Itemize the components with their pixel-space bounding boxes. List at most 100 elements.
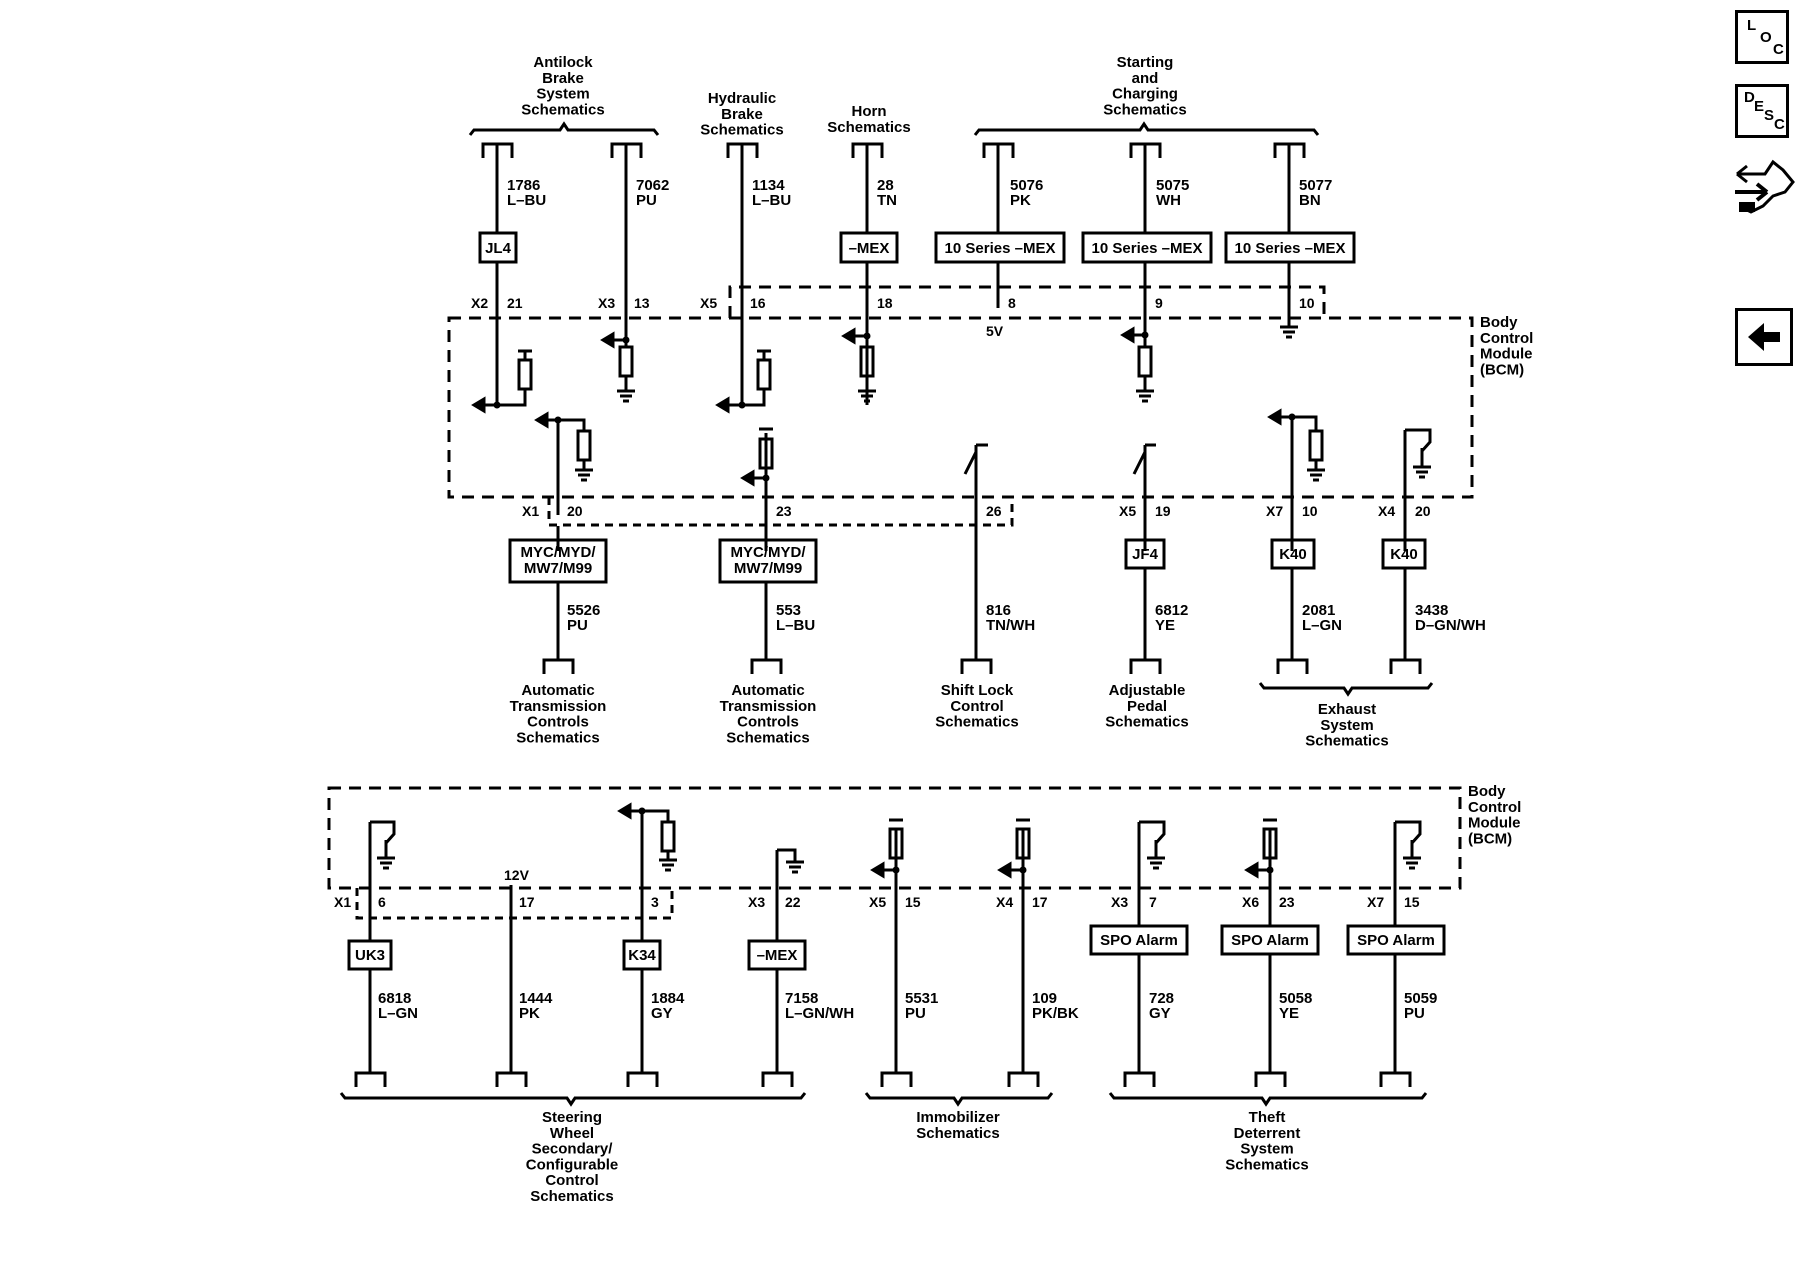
wire-color: PU	[636, 192, 657, 209]
pin: 17	[519, 894, 535, 910]
option-spo-alarm: SPO Alarm	[1231, 932, 1309, 949]
option-myc-myd: MYC/MYD/MW7/M99	[731, 544, 807, 577]
wire-color: L–GN	[1302, 617, 1342, 634]
wire-color: L–GN/WH	[785, 1005, 854, 1022]
connector-x5: X5	[700, 295, 717, 311]
wire-circuit: 109	[1032, 990, 1057, 1007]
wire-circuit: 7062	[636, 177, 669, 194]
wire-circuit: 1134	[752, 177, 785, 194]
wire-color: TN/WH	[986, 617, 1035, 634]
mid-wire-labels: 5526 PU 553 L–BU 816 TN/WH 6812 YE 2081 …	[567, 602, 1486, 634]
desc-letter: C	[1774, 116, 1785, 133]
wire-circuit: 3438	[1415, 602, 1448, 619]
desc-letter: E	[1754, 98, 1765, 115]
pin: 23	[1279, 894, 1295, 910]
loc-button[interactable]: L O C	[1735, 10, 1789, 64]
wire-circuit: 5059	[1404, 990, 1437, 1007]
option-mex: –MEX	[757, 947, 798, 964]
back-button[interactable]	[1735, 308, 1793, 366]
connector-x7: X7	[1367, 894, 1384, 910]
pin: 21	[507, 295, 523, 311]
pin: 8	[1008, 295, 1016, 311]
wire-circuit: 5076	[1010, 177, 1043, 194]
wire-color: PU	[905, 1005, 926, 1022]
wire-color: BN	[1299, 192, 1321, 209]
option-myc-myd: MYC/MYD/MW7/M99	[521, 544, 597, 577]
wire-color: PK	[519, 1005, 540, 1022]
wire-circuit: 7158	[785, 990, 818, 1007]
wire-circuit: 6818	[378, 990, 411, 1007]
pin: 10	[1299, 295, 1315, 311]
connector-end-view-button[interactable]	[1733, 152, 1797, 222]
wire-circuit: 816	[986, 602, 1011, 619]
desc-letter: D	[1744, 89, 1755, 106]
option-k34: K34	[628, 947, 656, 964]
loc-letter: O	[1760, 29, 1772, 46]
connector-x4: X4	[1378, 503, 1395, 519]
pin: 3	[651, 894, 659, 910]
voltage-5v: 5V	[986, 323, 1004, 339]
option-k40: K40	[1390, 546, 1418, 563]
pin: 19	[1155, 503, 1171, 519]
wire-color: WH	[1156, 192, 1181, 209]
wire-circuit: 728	[1149, 990, 1174, 1007]
pin: 20	[1415, 503, 1431, 519]
connector-x5: X5	[869, 894, 886, 910]
option-10-series-mex: 10 Series –MEX	[1235, 240, 1346, 257]
wire-color: PK/BK	[1032, 1005, 1079, 1022]
pin: 7	[1149, 894, 1157, 910]
pin: 13	[634, 295, 650, 311]
wire-color: GY	[1149, 1005, 1171, 1022]
wire-color: L–BU	[752, 192, 791, 209]
wire-color: PU	[1404, 1005, 1425, 1022]
wire-circuit: 1444	[519, 990, 553, 1007]
wire-color: PU	[567, 617, 588, 634]
wire-color: L–BU	[507, 192, 546, 209]
pin: 10	[1302, 503, 1318, 519]
option-mex: –MEX	[849, 240, 890, 257]
option-jl4: JL4	[485, 240, 512, 257]
connector-x4: X4	[996, 894, 1013, 910]
option-spo-alarm: SPO Alarm	[1100, 932, 1178, 949]
wire-color: PK	[1010, 192, 1031, 209]
voltage-12v: 12V	[504, 867, 530, 883]
pin: 15	[1404, 894, 1420, 910]
wire-circuit: 28	[877, 177, 894, 194]
connector-x6: X6	[1242, 894, 1259, 910]
option-uk3: UK3	[355, 947, 385, 964]
loc-letter: C	[1773, 41, 1784, 58]
desc-button[interactable]: D E S C	[1735, 84, 1789, 138]
pin: 16	[750, 295, 766, 311]
wire-circuit: 5531	[905, 990, 938, 1007]
pin: 26	[986, 503, 1002, 519]
wire-color: D–GN/WH	[1415, 617, 1486, 634]
wire-circuit: 6812	[1155, 602, 1188, 619]
option-10-series-mex: 10 Series –MEX	[945, 240, 1056, 257]
wire-color: L–GN	[378, 1005, 418, 1022]
wire-color: L–BU	[776, 617, 815, 634]
back-arrow-icon	[1748, 323, 1780, 351]
desc-letter: S	[1764, 107, 1775, 124]
wire-circuit: 5077	[1299, 177, 1332, 194]
wire-color: YE	[1155, 617, 1175, 634]
loc-letter: L	[1747, 17, 1757, 34]
pin: 20	[567, 503, 583, 519]
wire-circuit: 5058	[1279, 990, 1312, 1007]
pin: 9	[1155, 295, 1163, 311]
connector-x1: X1	[334, 894, 351, 910]
connector-x3: X3	[748, 894, 765, 910]
bottom-wire-labels: 6818 L–GN 1444 PK 1884 GY 7158 L–GN/WH 5…	[378, 990, 1437, 1022]
pin: 18	[877, 295, 893, 311]
connector-x5: X5	[1119, 503, 1136, 519]
option-spo-alarm: SPO Alarm	[1357, 932, 1435, 949]
wire-circuit: 2081	[1302, 602, 1335, 619]
